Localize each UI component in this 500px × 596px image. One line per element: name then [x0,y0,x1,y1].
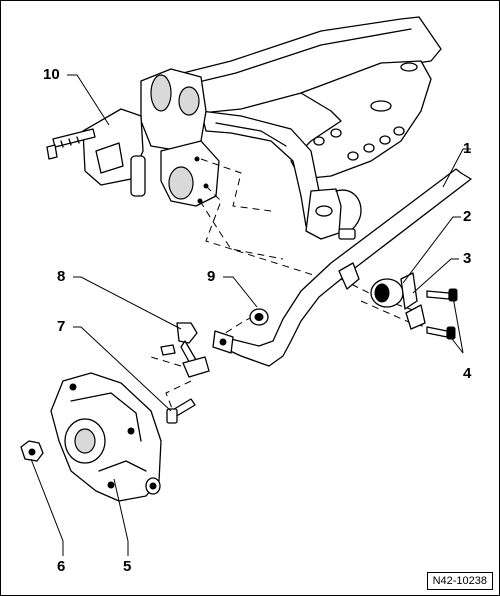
callout-9: 9 [207,268,216,285]
leader-lines [30,74,471,556]
bolt-7 [166,398,196,424]
callout-7: 7 [57,318,66,335]
callout-3: 3 [463,250,472,267]
nut-6 [20,440,44,462]
wheel-bearing-housing [50,372,162,502]
callout-5: 5 [123,558,132,575]
figure-reference-number: N42-10238 [426,572,493,590]
stabilizer-bar [212,168,472,367]
callout-4: 4 [463,365,472,382]
callout-8: 8 [57,268,66,285]
bush-clamp-assembly [370,272,458,340]
callout-10: 10 [43,66,60,83]
callout-2: 2 [463,208,472,225]
callout-6: 6 [57,558,66,575]
nut-9 [249,308,269,326]
subframe [46,16,442,240]
coupling-rod [160,322,210,378]
callout-1: 1 [463,140,472,157]
